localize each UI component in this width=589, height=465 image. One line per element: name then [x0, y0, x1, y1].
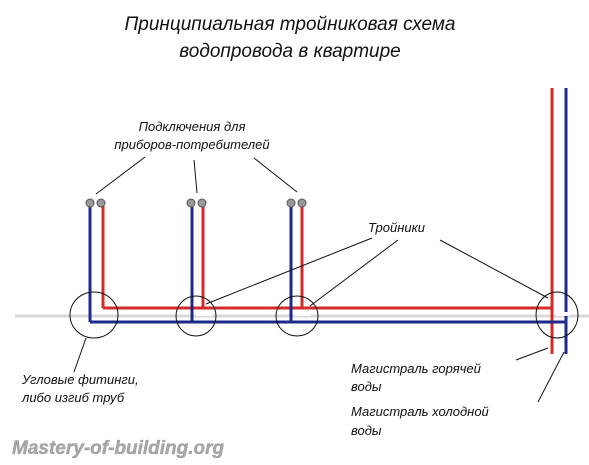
consumers-label-line-2: приборов-потребителей	[114, 137, 269, 152]
outlet-cap-cold-3	[286, 198, 296, 208]
tee-mark-3	[295, 312, 311, 316]
outlet-cap-hot-1	[96, 198, 106, 208]
leader-cold-main	[537, 351, 565, 403]
elbows-label-line-1: Угловые фитинги,	[21, 372, 139, 387]
outlet-cap-hot-3	[297, 198, 307, 208]
outlet-cap-cold-2	[186, 198, 196, 208]
hot-main-label-line-2: воды	[351, 379, 382, 394]
tee-mark-main	[556, 312, 570, 316]
leader-consumer-3	[253, 157, 298, 193]
hot-main-label-line-1: Магистраль горячей	[351, 361, 481, 376]
elbow-circle	[69, 291, 119, 339]
tee-circle-2	[275, 295, 319, 337]
tee-circle-1	[175, 295, 217, 337]
leader-lines	[73, 156, 565, 403]
main-tee-circle	[535, 291, 579, 339]
leader-consumer-1	[95, 156, 146, 195]
leader-tee-1	[205, 237, 373, 305]
watermark: Mastery-of-building.org	[12, 438, 225, 459]
fitting-circles	[69, 291, 579, 339]
outlet-cap-cold-1	[85, 198, 95, 208]
cold-main-label-line-2: воды	[351, 423, 382, 438]
outlet-caps	[85, 198, 307, 208]
tees-label: Тройники	[368, 220, 425, 235]
leader-elbow	[73, 337, 87, 373]
outlet-cap-hot-2	[197, 198, 207, 208]
tee-mark-2	[196, 312, 212, 316]
leader-tee-main	[439, 239, 549, 299]
consumers-label-line-1: Подключения для	[139, 119, 246, 134]
cold-main-label-line-1: Магистраль холодной	[351, 404, 489, 419]
title-line-1: Принципиальная тройниковая схема	[124, 14, 455, 35]
leader-tee-2	[309, 239, 399, 307]
leader-hot-main	[515, 347, 549, 361]
title-line-2: водопровода в квартире	[179, 41, 400, 62]
elbows-label-line-2: либо изгиб труб	[21, 390, 125, 405]
leader-consumer-2	[193, 159, 198, 194]
